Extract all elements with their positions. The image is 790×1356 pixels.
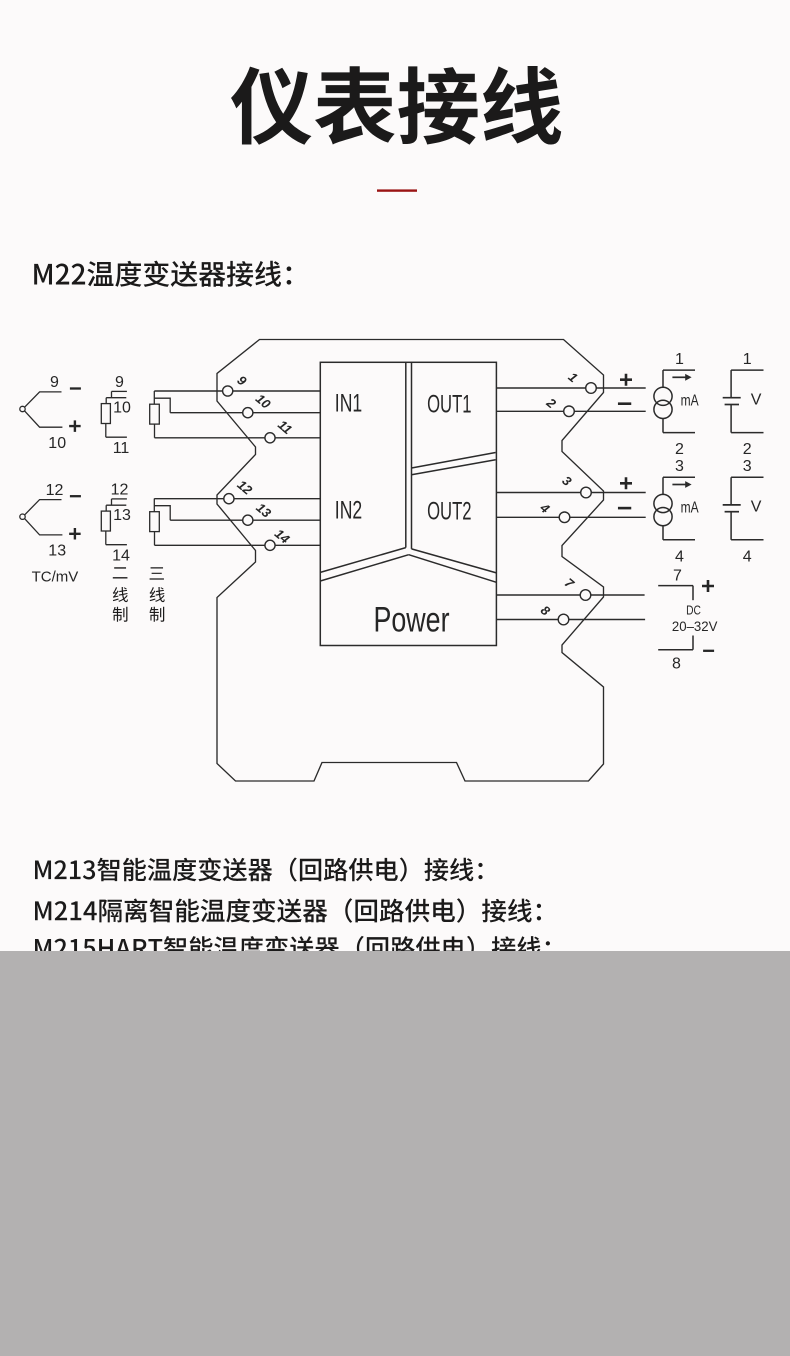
svg-text:12: 12 (46, 482, 64, 499)
svg-text:V: V (751, 391, 762, 408)
svg-text:4: 4 (743, 548, 752, 565)
svg-text:11: 11 (113, 440, 130, 457)
svg-text:2: 2 (675, 441, 684, 458)
svg-text:OUT1: OUT1 (427, 390, 471, 418)
svg-text:12: 12 (111, 482, 129, 499)
svg-text:8: 8 (672, 656, 681, 673)
svg-text:9: 9 (50, 374, 59, 391)
svg-text:14: 14 (112, 548, 130, 565)
svg-text:13: 13 (48, 543, 66, 560)
svg-text:DC: DC (686, 603, 701, 617)
svg-text:3: 3 (675, 458, 684, 475)
svg-text:20–32V: 20–32V (672, 619, 718, 634)
svg-text:10: 10 (48, 435, 66, 452)
svg-text:mA: mA (681, 393, 699, 410)
svg-text:4: 4 (675, 548, 684, 565)
svg-text:IN2: IN2 (335, 496, 362, 524)
svg-text:7: 7 (673, 568, 682, 585)
svg-text:9: 9 (115, 374, 124, 391)
svg-text:10: 10 (113, 400, 131, 417)
svg-text:TC/mV: TC/mV (32, 568, 79, 585)
svg-text:3: 3 (743, 458, 752, 475)
svg-text:IN1: IN1 (335, 389, 362, 417)
svg-text:V: V (751, 499, 762, 516)
svg-text:2: 2 (743, 441, 752, 458)
svg-text:Power: Power (374, 601, 450, 640)
svg-text:OUT2: OUT2 (427, 497, 471, 525)
svg-text:1: 1 (743, 351, 752, 368)
svg-text:13: 13 (113, 507, 131, 524)
svg-text:1: 1 (675, 351, 684, 368)
svg-text:mA: mA (681, 500, 699, 517)
